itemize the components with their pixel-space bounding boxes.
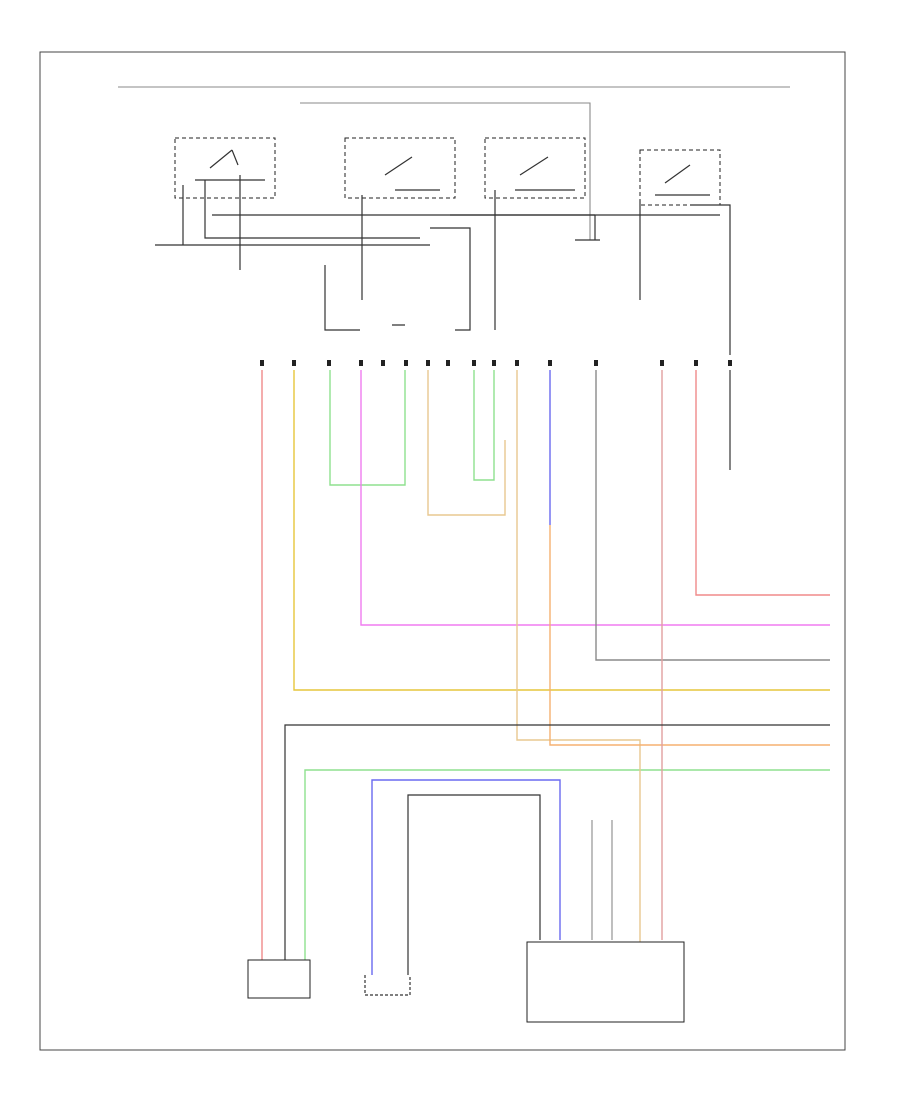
temp-sensor [364, 975, 411, 996]
wire-yellow [293, 370, 830, 691]
wire-green-small [473, 370, 495, 481]
wire-blue-lower [371, 779, 561, 975]
connector-row [260, 360, 732, 366]
fan-motor [247, 959, 311, 999]
relay-4 [639, 149, 721, 206]
wire-pink [695, 370, 830, 596]
ecm [526, 941, 685, 1023]
wire-gray [595, 370, 830, 661]
relay-2 [344, 137, 456, 199]
wire-tan-long [516, 370, 641, 960]
lower-wires [284, 370, 830, 975]
wire-green-lower [304, 769, 830, 960]
wire-tan [427, 370, 506, 516]
wire-magenta [360, 370, 830, 626]
wire-orange [549, 525, 830, 746]
wire-green-loop [329, 370, 406, 486]
colored-wires [261, 370, 830, 975]
relay-interconnects [155, 175, 731, 355]
diagram-frame [39, 51, 846, 1051]
power-bus [118, 86, 790, 240]
relay-1 [174, 137, 276, 199]
relay-3 [484, 137, 586, 199]
